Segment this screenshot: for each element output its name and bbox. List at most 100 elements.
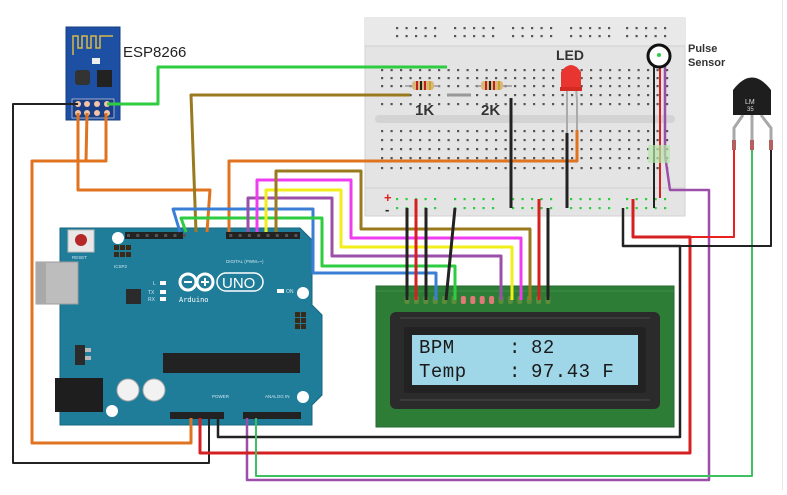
reset-button-cap [75,234,87,246]
arduino-brand-label: Arduino [179,296,209,304]
on-label: ON [286,289,294,295]
breadboard-hole [485,77,488,80]
breadboard-rail-hole [664,207,667,210]
breadboard-hole [608,35,611,38]
lcd-temp-value: 97.43 F [531,361,615,383]
breadboard-hole [666,94,669,97]
breadboard-hole [428,77,431,80]
breadboard-hole [428,167,431,170]
breadboard-hole [533,69,536,72]
mounting-hole [106,405,118,417]
breadboard-hole [647,77,650,80]
breadboard-hole [552,85,555,88]
breadboard-hole [390,148,393,151]
breadboard-hole [637,167,640,170]
breadboard-hole [628,148,631,151]
breadboard-hole [533,130,536,133]
breadboard-hole [656,167,659,170]
header-pin [164,234,168,237]
breadboard-rail-hole [626,198,629,201]
breadboard-hole [580,103,583,106]
breadboard-hole [637,103,640,106]
wire-magenta-lcd [255,178,523,300]
header-pin [127,234,130,237]
breadboard-hole [476,69,479,72]
breadboard-hole [637,139,640,142]
lcd-screen [412,335,638,385]
breadboard-hole [514,85,517,88]
wire-esp-orange-1 [76,113,212,233]
header-pin [136,234,140,237]
breadboard-hole [485,167,488,170]
esp-flash-chip-icon [97,70,112,87]
breadboard-hole [390,69,393,72]
mounting-hole [297,287,309,299]
breadboard-top-rail [365,18,685,46]
breadboard-rail-hole [645,198,648,201]
lcd-pin [479,296,485,304]
breadboard-hole [579,35,582,38]
breadboard-hole [599,139,602,142]
breadboard-hole [635,35,638,38]
pulse-sensor-label-line2: Sensor [688,57,726,69]
icsp2-pin [126,252,131,257]
breadboard-hole [542,157,545,160]
breadboard-hole [419,77,422,80]
breadboard-hole [599,167,602,170]
usb-chip-icon [126,289,141,304]
breadboard-hole [580,139,583,142]
breadboard-rail-hole [531,198,534,201]
breadboard-hole [561,167,564,170]
wire-rail-black [216,208,682,439]
breadboard-hole [609,167,612,170]
breadboard-hole [561,94,564,97]
breadboard-hole [618,103,621,106]
breadboard-hole [628,157,631,160]
breadboard-hole [647,94,650,97]
breadboard-rail-hole [608,207,611,210]
breadboard-rail-hole [463,207,466,210]
esp8266-label: ESP8266 [123,44,186,61]
lcd-bpm-sep: : [509,337,521,359]
breadboard-hole [400,167,403,170]
breadboard-hole [552,139,555,142]
arduino-logo-icon [178,272,264,292]
breadboard-hole [485,69,488,72]
breadboard-hole [626,35,629,38]
breadboard-hole [609,69,612,72]
breadboard-hole [447,157,450,160]
breadboard-hole [533,77,536,80]
icsp-pin [301,324,306,329]
breadboard-hole [457,157,460,160]
breadboard-hole [476,130,479,133]
breadboard-hole [438,103,441,106]
breadboard-hole [628,139,631,142]
breadboard-hole [618,157,621,160]
breadboard-hole [656,94,659,97]
analog-label: ANALOG IN [265,394,290,399]
breadboard-rail-hole [482,207,485,210]
breadboard-hole [550,35,553,38]
breadboard-hole [618,130,621,133]
wire-brown-resistor [189,93,410,233]
breadboard-hole [628,130,631,133]
breadboard-hole [492,27,495,30]
breadboard-hole [550,27,553,30]
breadboard-hole [457,148,460,151]
dc-power-jack [55,378,103,412]
breadboard-hole [476,77,479,80]
breadboard-hole [476,139,479,142]
breadboard-hole [390,139,393,142]
breadboard-hole [609,85,612,88]
breadboard-hole [409,167,412,170]
breadboard-hole [533,167,536,170]
breadboard-hole [542,94,545,97]
breadboard-hole [504,148,507,151]
breadboard-hole [512,35,515,38]
mounting-hole [297,391,309,403]
breadboard-hole [664,27,667,30]
breadboard-hole [457,167,460,170]
breadboard-rail-hole [492,198,495,201]
breadboard-hole [590,94,593,97]
breadboard-hole [504,94,507,97]
